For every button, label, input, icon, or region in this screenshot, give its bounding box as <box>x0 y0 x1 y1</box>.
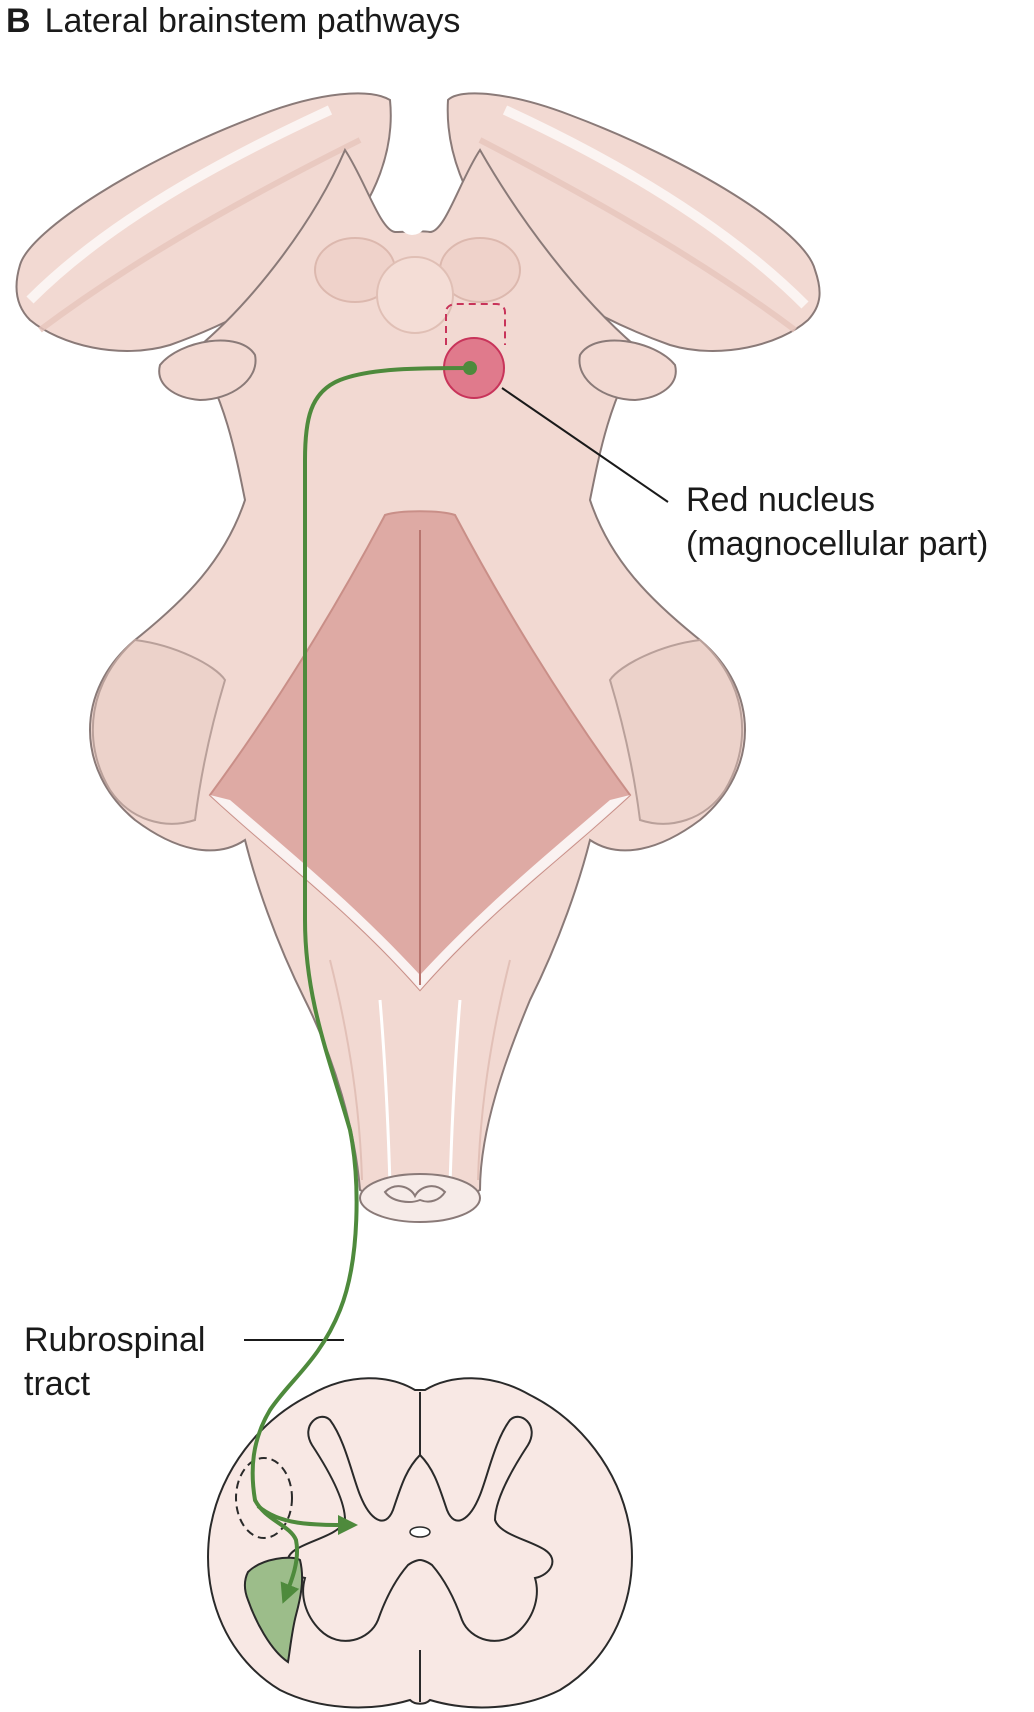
right-peduncle-stripe-2 <box>478 137 797 333</box>
rubrospinal-branch-medial <box>256 1504 358 1535</box>
medulla-striation-3 <box>448 999 462 1186</box>
right-cerebellar-peduncle <box>608 638 744 825</box>
left-peduncle-stripe-2 <box>38 137 362 333</box>
right-peduncle-stripe <box>502 105 809 309</box>
title-text: Lateral brainstem pathways <box>44 2 461 40</box>
red-nucleus-dashed-outline <box>445 303 506 345</box>
rubrospinal-tract-path <box>250 366 472 1502</box>
medulla-cut-grey-matter <box>383 1185 447 1203</box>
central-canal <box>409 1526 431 1538</box>
medulla-striation-2 <box>378 999 392 1186</box>
central-bump <box>376 256 454 334</box>
rubrospinal-tract-region <box>235 1457 293 1539</box>
medulla-striation-4 <box>477 959 511 1181</box>
left-cerebellar-peduncle <box>91 638 227 825</box>
right-side-lobe <box>578 339 677 402</box>
red-nucleus-label: Red nucleus (magnocellular part) <box>686 478 988 566</box>
figure-title: B Lateral brainstem pathways <box>6 0 460 42</box>
panel-letter: B <box>6 2 31 40</box>
rubrospinal-tract-label: Rubrospinal tract <box>24 1318 205 1406</box>
rubrospinal-tract <box>250 366 472 1604</box>
rubrospinal-label-line1: Rubrospinal <box>24 1321 206 1359</box>
red-nucleus-leader-line <box>501 387 669 503</box>
medulla-striation-1 <box>329 959 363 1181</box>
spinal-cord-section <box>207 1377 633 1709</box>
red-nucleus <box>443 303 506 399</box>
red-nucleus-label-line2: (magnocellular part) <box>686 525 989 563</box>
left-side-lobe <box>158 339 257 402</box>
midline-groove-top <box>387 159 439 236</box>
left-peduncle-stripe <box>26 105 333 304</box>
red-nucleus-label-line1: Red nucleus <box>686 481 876 519</box>
medulla-cut-surface <box>359 1173 481 1223</box>
brainstem <box>15 92 821 1223</box>
rubrospinal-label-line2: tract <box>24 1365 91 1403</box>
